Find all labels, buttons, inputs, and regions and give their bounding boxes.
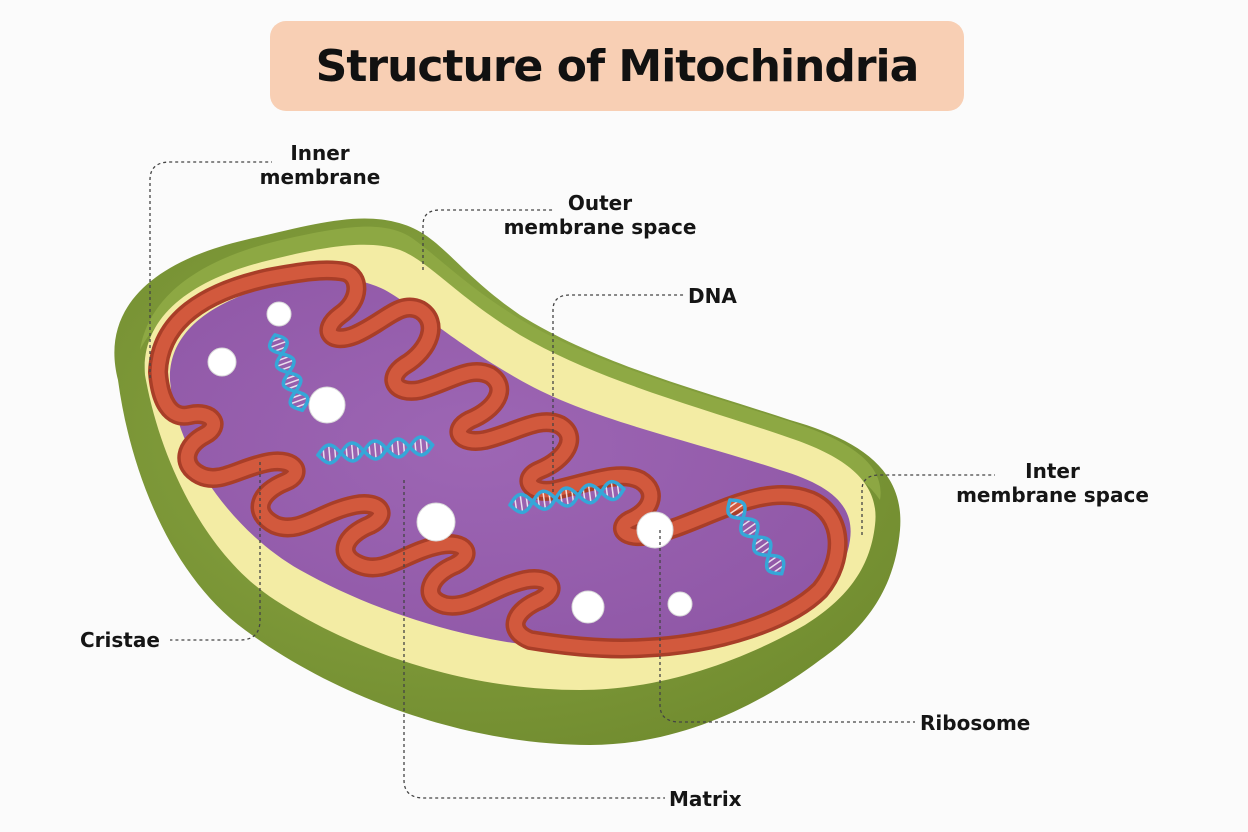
- dna-base-pair: [276, 359, 294, 367]
- dna-base-pair: [741, 521, 758, 534]
- leader-cristae: [170, 462, 261, 641]
- ribosome: [667, 591, 693, 617]
- ribosome: [266, 301, 292, 327]
- ribosome: [571, 590, 605, 624]
- dna-base-pair: [519, 494, 524, 513]
- dna-base-pair: [350, 442, 354, 462]
- dna-base-pair: [269, 340, 288, 349]
- label-dna: DNA: [688, 284, 748, 308]
- label-line: Inter: [1025, 459, 1080, 483]
- leader-dna: [552, 294, 685, 492]
- label-line: Ribosome: [920, 711, 1031, 735]
- ribosomes: [207, 301, 693, 624]
- dna-base-pair: [283, 378, 301, 386]
- label-matrix: Matrix: [669, 787, 749, 811]
- dna-backbone: [728, 498, 784, 576]
- leader-ribosome: [659, 530, 915, 723]
- label-line: membrane space: [503, 215, 697, 239]
- label-line: Matrix: [669, 787, 742, 811]
- dna-base-pair: [728, 503, 745, 515]
- leader-lines: [149, 161, 995, 799]
- dna-base-pair: [396, 438, 400, 458]
- title-banner: Structure of Mitochindria: [270, 21, 964, 111]
- dna-helix: [508, 479, 626, 515]
- label-line: membrane: [259, 165, 381, 189]
- dna-helix: [726, 498, 786, 576]
- dna-backbone: [316, 437, 435, 465]
- label-line: DNA: [688, 284, 737, 308]
- label-ribosome: Ribosome: [920, 711, 1040, 735]
- dna-base-pair: [542, 491, 547, 510]
- leader-matrix: [403, 480, 665, 799]
- dna-backbone: [273, 333, 305, 412]
- dna-backbone: [508, 483, 626, 515]
- dna-base-pair: [290, 396, 308, 405]
- dna-helix: [316, 435, 435, 465]
- dna-base-pair: [419, 436, 423, 456]
- dna-base-pair: [327, 444, 331, 464]
- label-line: membrane space: [956, 483, 1149, 507]
- dna-strands: [267, 333, 786, 576]
- dna-base-pair: [754, 540, 771, 552]
- ribosome: [207, 347, 237, 377]
- dna-base-pair: [564, 487, 569, 507]
- ribosome: [416, 502, 456, 542]
- leader-inner-membrane: [149, 161, 272, 378]
- label-inner-membrane: Inner membrane: [250, 141, 390, 189]
- dna-base-pair: [610, 481, 615, 500]
- dna-backbone: [508, 479, 626, 511]
- label-line: Cristae: [80, 628, 160, 652]
- label-inter-membrane-space: Inter membrane space: [945, 459, 1160, 507]
- dna-base-pair: [587, 484, 592, 503]
- label-cristae: Cristae: [80, 628, 170, 652]
- ribosome: [636, 511, 674, 549]
- label-line: Inner: [290, 141, 350, 165]
- inner-membrane-cristae-highlight: [151, 263, 845, 655]
- label-outer-membrane-space: Outer membrane space: [495, 191, 705, 239]
- diagram-title: Structure of Mitochindria: [315, 40, 920, 92]
- dna-helix: [267, 333, 310, 412]
- label-line: Outer: [567, 191, 633, 215]
- dna-backbone: [316, 435, 435, 463]
- ribosome: [308, 386, 346, 424]
- dna-base-pair: [767, 558, 783, 571]
- dna-base-pair: [373, 440, 377, 460]
